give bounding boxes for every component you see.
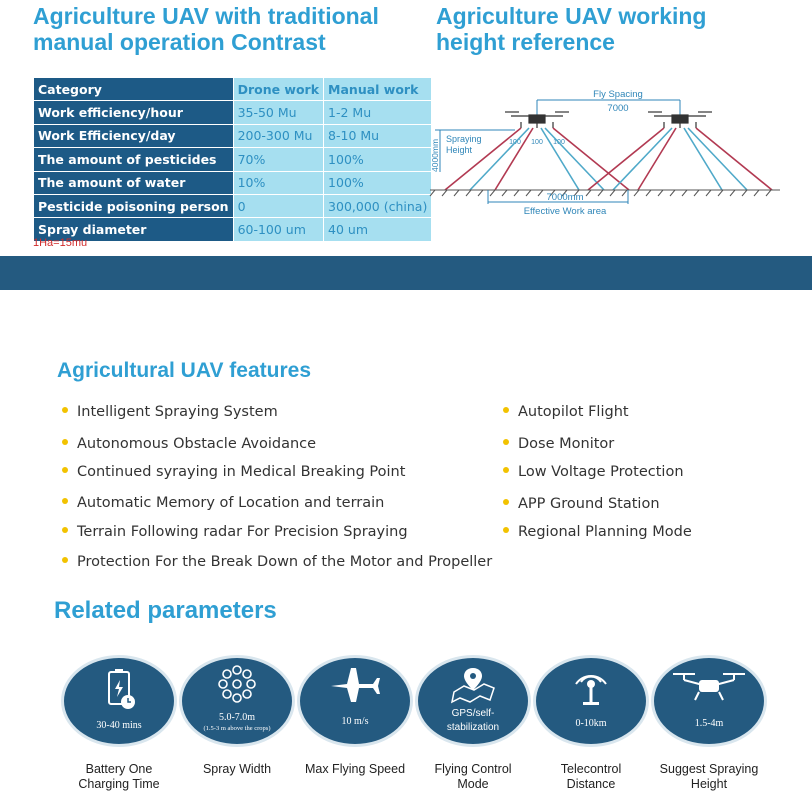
drone-icon: [673, 673, 745, 701]
bullet-dot-icon: [503, 439, 509, 445]
feature-item: Low Voltage Protection: [503, 464, 684, 480]
param-value: 10 m/s: [341, 716, 369, 727]
work-area-label: Effective Work area: [524, 206, 607, 217]
row-drone-value: 0: [232, 193, 325, 219]
height-value: 4000mm: [430, 139, 440, 172]
fly-spacing-label: Fly Spacing: [593, 89, 643, 100]
row-manual-value: 8-10 Mu: [323, 123, 433, 149]
drone-1-icon: [505, 111, 569, 128]
bullet-dot-icon: [62, 557, 68, 563]
bullet-dot-icon: [62, 407, 68, 413]
height-reference-diagram: Fly Spacing 7000 4000mm Spraying Height …: [429, 89, 780, 217]
bullet-dot-icon: [62, 467, 68, 473]
spray-nozzles-icon: [218, 665, 256, 703]
height-reference-title: Agriculture UAV working height reference: [436, 3, 707, 55]
ground-line: [429, 189, 780, 197]
features-title: Agricultural UAV features: [57, 359, 311, 382]
airplane-icon: [331, 668, 380, 702]
row-manual-value: 100%: [323, 147, 433, 172]
param-value: 5.0-7.0m: [218, 712, 256, 723]
section-divider-band: [0, 256, 812, 290]
param-label: Suggest Spraying Height: [659, 762, 759, 791]
row-drone-value: 10%: [232, 170, 325, 195]
row-drone-value: 35-50 Mu: [232, 100, 325, 125]
row-category: The amount of pesticides: [33, 147, 234, 172]
param-battery-circle: 30-40 mins: [61, 655, 177, 747]
row-category: The amount of water: [33, 170, 234, 195]
bullet-dot-icon: [503, 527, 509, 533]
spray-lines-drone-1: [444, 127, 630, 191]
bullet-dot-icon: [62, 439, 68, 445]
table-row: The amount of water 10% 100%: [33, 170, 433, 195]
table-header-row: Category Drone work Manual work: [33, 76, 433, 102]
bullet-dot-icon: [62, 527, 68, 533]
comparison-table: Category Drone work Manual work Work eff…: [33, 76, 433, 242]
row-drone-value: 200-300 Mu: [232, 123, 325, 149]
table-row: Spray diameter 60-100 um 40 um: [33, 217, 433, 242]
row-manual-value: 1-2 Mu: [323, 100, 433, 125]
battery-clock-icon: [108, 669, 135, 709]
param-label: Flying Control Mode: [434, 762, 512, 791]
header-category: Category: [33, 76, 234, 102]
bullet-dot-icon: [62, 498, 68, 504]
work-area-dimension: [487, 190, 629, 204]
feature-item: APP Ground Station: [503, 496, 660, 512]
feature-item: Autonomous Obstacle Avoidance: [62, 436, 316, 452]
param-speed-circle: 10 m/s: [297, 655, 413, 747]
param-flight-control-circle: GPS/self- stabilization: [415, 655, 531, 747]
bullet-dot-icon: [503, 407, 509, 413]
param-value-2: stabilization: [446, 722, 500, 733]
table-row: Work efficiency/hour 35-50 Mu 1-2 Mu: [33, 100, 433, 125]
param-spray-width-circle: 5.0-7.0m (1.5-3 m above the crops): [179, 655, 295, 747]
feature-item: Regional Planning Mode: [503, 524, 692, 540]
spraying-height-label: Spraying: [446, 134, 482, 144]
feature-item: Intelligent Spraying System: [62, 404, 278, 420]
feature-item: Automatic Memory of Location and terrain: [62, 495, 384, 511]
params-title: Related parameters: [54, 597, 277, 624]
spray-lines-drone-2: [587, 127, 773, 191]
nozzle-label: 100: [531, 139, 543, 146]
param-label: Max Flying Speed: [304, 762, 406, 776]
row-drone-value: 60-100 um: [232, 217, 325, 242]
row-manual-value: 300,000 (china): [323, 193, 433, 219]
row-category: Work Efficiency/day: [33, 123, 234, 149]
feature-item: Protection For the Break Down of the Mot…: [62, 554, 492, 570]
fly-spacing-value: 7000: [607, 103, 628, 114]
table-row: Work Efficiency/day 200-300 Mu 8-10 Mu: [33, 123, 433, 149]
row-category: Pesticide poisoning person: [33, 193, 234, 219]
row-drone-value: 70%: [232, 147, 325, 172]
param-label: Telecontrol Distance: [560, 762, 622, 791]
antenna-icon: [575, 675, 607, 705]
param-value: 1.5-4m: [694, 718, 724, 729]
table-row: Pesticide poisoning person 0 300,000 (ch…: [33, 193, 433, 219]
feature-item: Continued syraying in Medical Breaking P…: [62, 464, 405, 480]
param-label: Spray Width: [202, 762, 272, 776]
row-manual-value: 40 um: [323, 217, 433, 242]
row-manual-value: 100%: [323, 170, 433, 195]
bullet-dot-icon: [503, 499, 509, 505]
drone-2-icon: [648, 111, 712, 128]
work-area-value: 7000mm: [547, 192, 584, 203]
spraying-height-label-2: Height: [446, 145, 473, 155]
feature-item: Dose Monitor: [503, 436, 614, 452]
map-pin-icon: [450, 668, 495, 704]
row-category: Spray diameter: [33, 217, 234, 242]
table-row: The amount of pesticides 70% 100%: [33, 147, 433, 172]
param-label: Battery One Charging Time: [78, 762, 160, 791]
bullet-dot-icon: [503, 467, 509, 473]
param-value: GPS/self-: [451, 708, 495, 719]
unit-note: 1Ha=15mu: [33, 237, 88, 249]
height-dimension: [435, 129, 515, 172]
param-value-note: (1.5-3 m above the crops): [203, 725, 271, 732]
header-manual-work: Manual work: [323, 76, 433, 102]
feature-item: Terrain Following radar For Precision Sp…: [62, 524, 408, 540]
param-value: 30-40 mins: [96, 720, 142, 731]
param-telecontrol-circle: 0-10km: [533, 655, 649, 747]
param-value: 0-10km: [575, 718, 607, 729]
comparison-title: Agriculture UAV with traditional manual …: [33, 3, 379, 55]
param-spraying-height-circle: 1.5-4m: [651, 655, 767, 747]
row-category: Work efficiency/hour: [33, 100, 234, 125]
header-drone-work: Drone work: [232, 76, 325, 102]
feature-item: Autopilot Flight: [503, 404, 629, 420]
